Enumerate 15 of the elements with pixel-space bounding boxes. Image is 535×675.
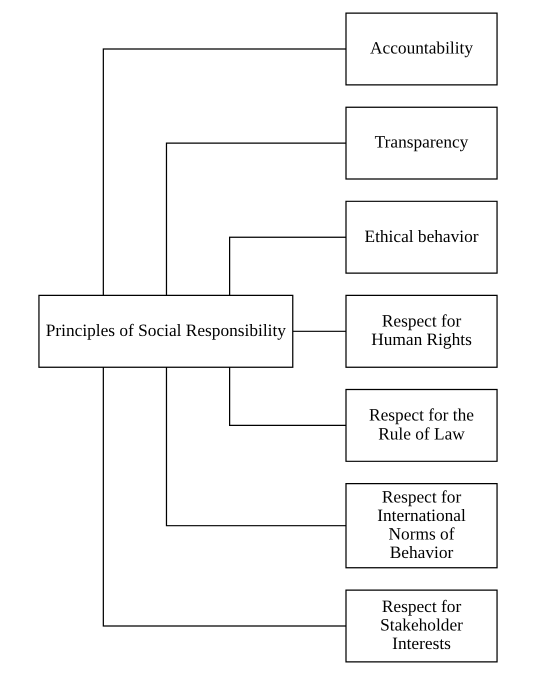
connector	[165, 367, 346, 526]
connector	[228, 236, 346, 296]
node-box: Accountability	[344, 12, 498, 86]
connector	[228, 367, 346, 426]
node-box: Respect for International Norms of Behavior	[344, 482, 498, 568]
node-box: Respect for Stakeholder Interests	[344, 589, 498, 662]
connector	[102, 48, 346, 295]
connector	[165, 142, 346, 296]
node-box: Respect for the Rule of Law	[344, 388, 498, 462]
node-box: Principles of Social Responsibility	[38, 294, 293, 368]
node-box: Respect for Human Rights	[344, 294, 498, 368]
connector	[102, 367, 346, 627]
node-box: Ethical behavior	[344, 200, 498, 274]
connector	[292, 330, 346, 332]
node-box: Transparency	[344, 106, 498, 180]
